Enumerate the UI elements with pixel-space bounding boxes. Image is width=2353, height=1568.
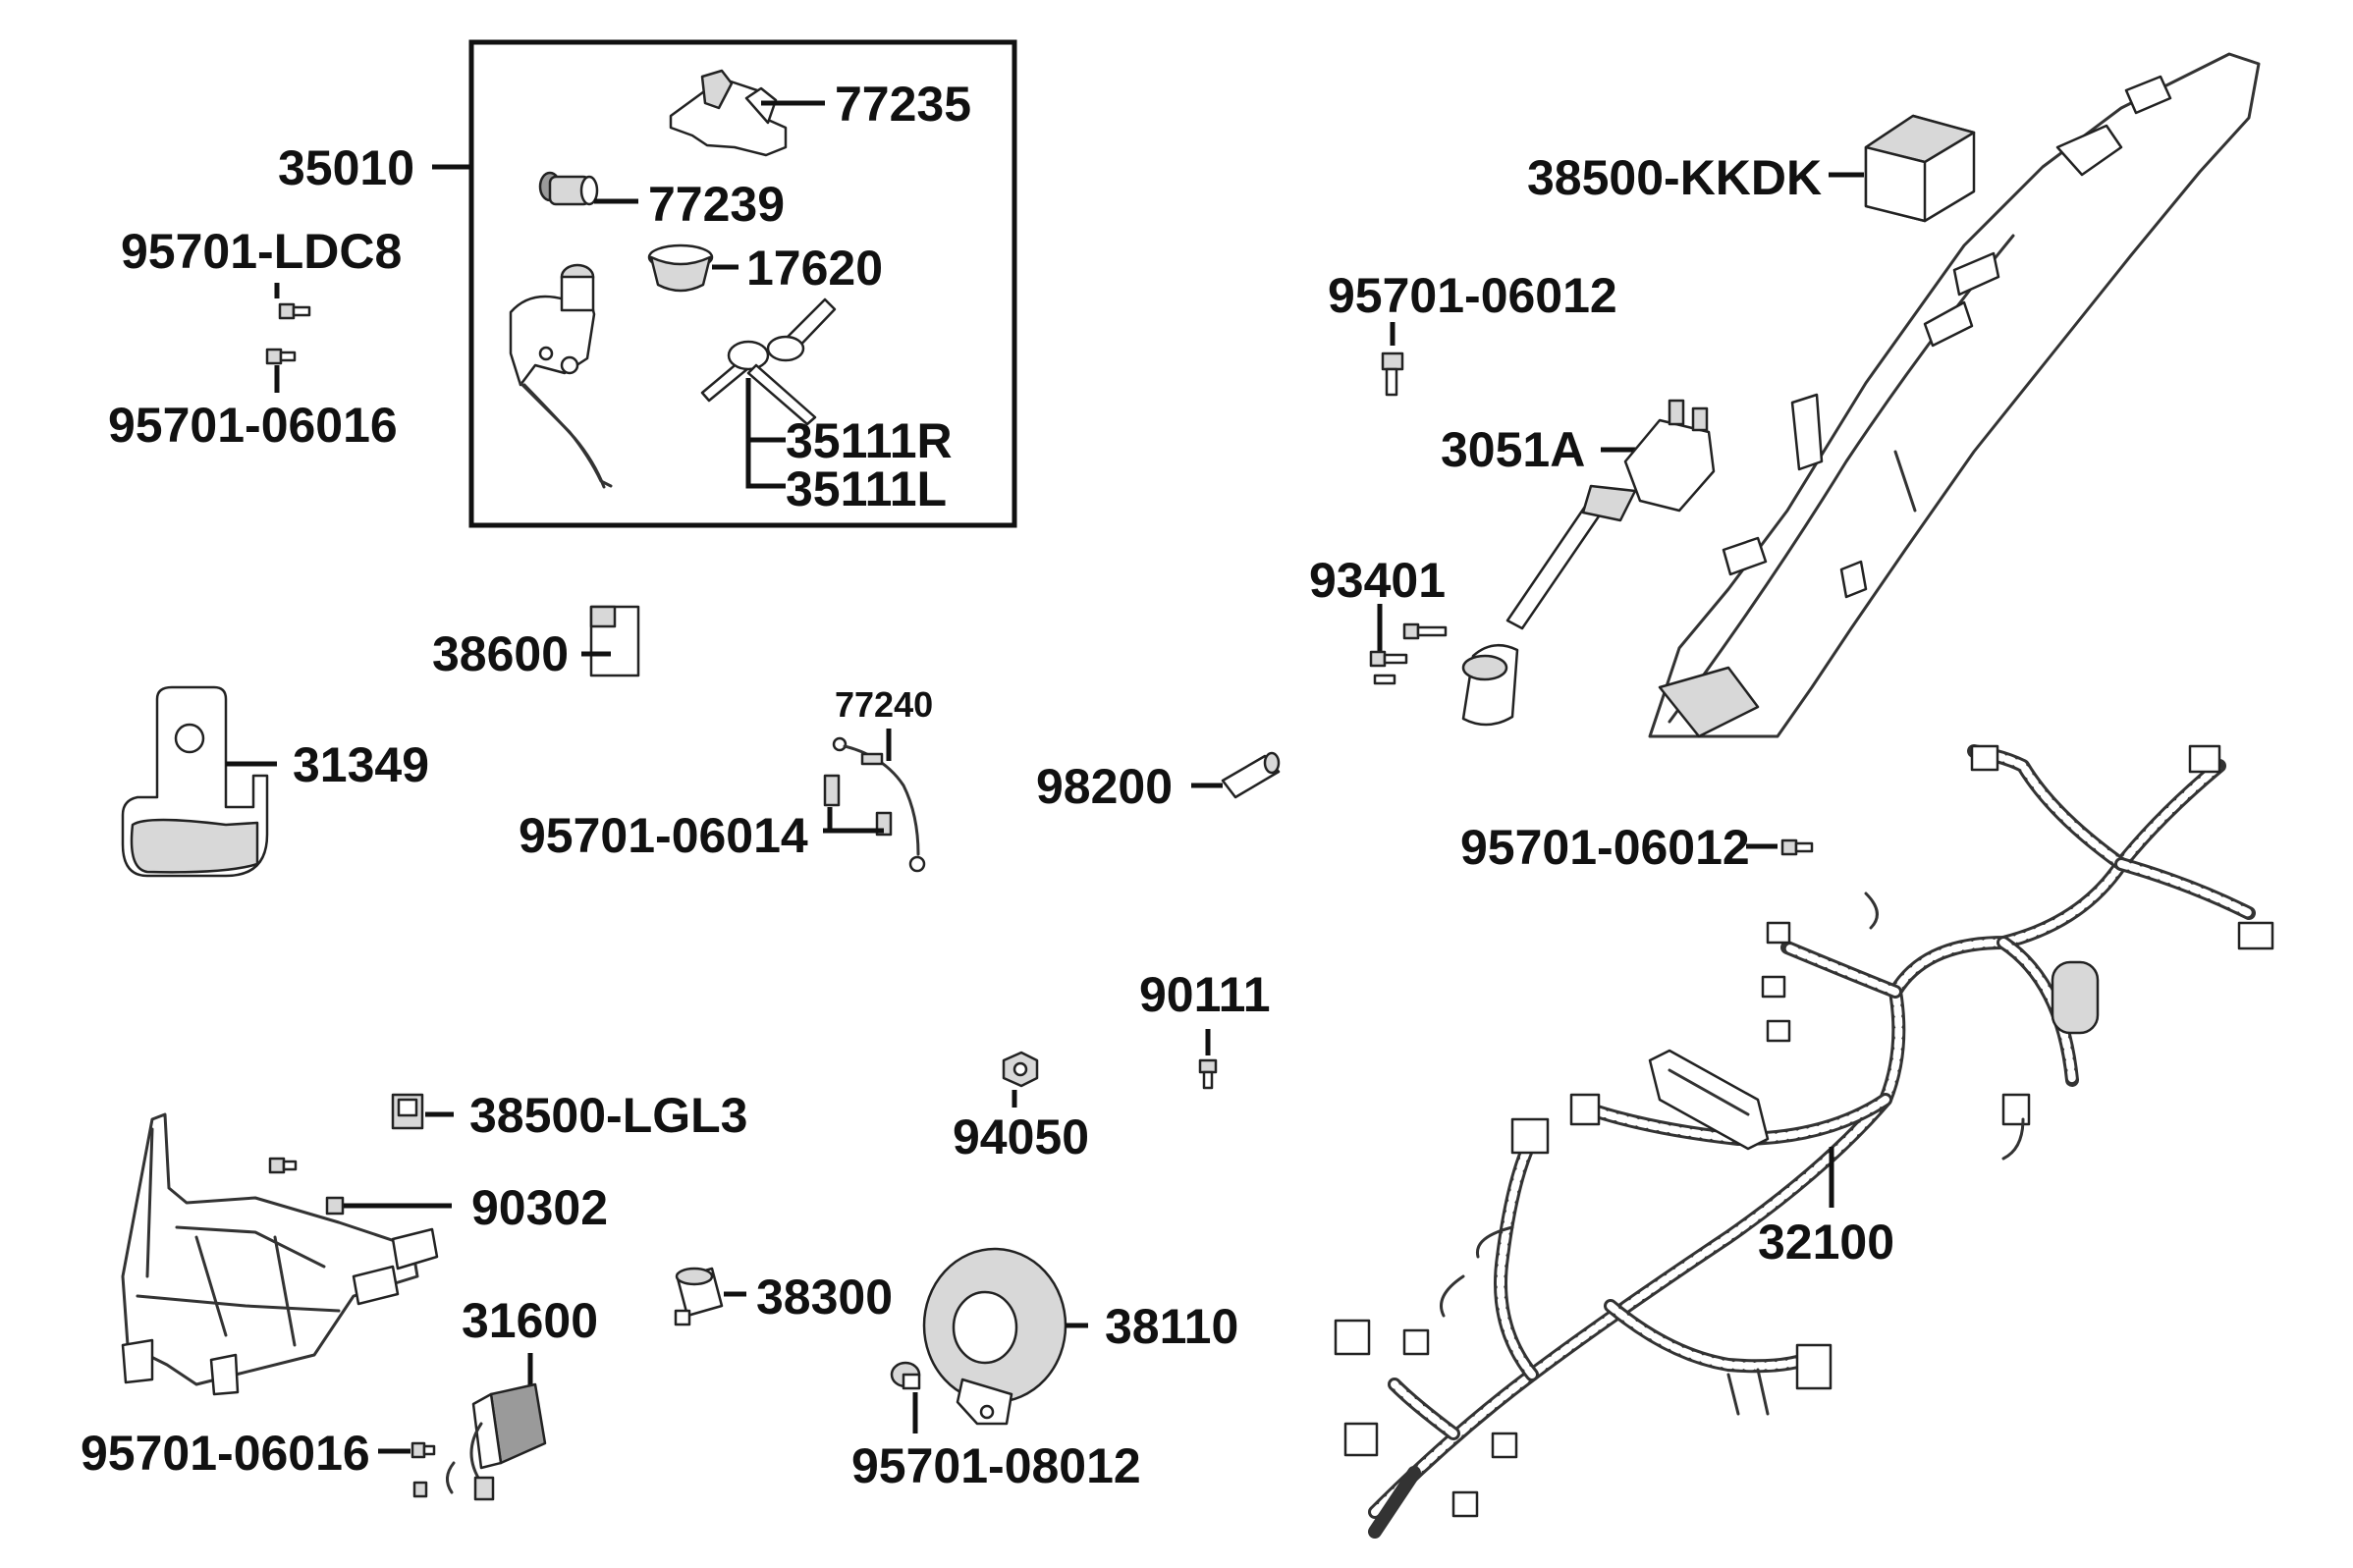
frame-icon — [1648, 52, 2261, 738]
bolt-icon — [1198, 1058, 1218, 1090]
label-95701-06012-top: 95701-06012 — [1328, 268, 1617, 323]
frame-icon — [121, 1112, 439, 1396]
label-35111L: 35111L — [786, 461, 947, 516]
key-icon — [700, 297, 837, 426]
bolt-icon — [410, 1441, 436, 1498]
label-94050: 94050 — [953, 1109, 1089, 1164]
label-95701-LDC8: 95701-LDC8 — [121, 224, 402, 279]
lock-cylinder-icon — [538, 171, 599, 206]
bolt-icon — [890, 1361, 921, 1390]
cap-icon — [647, 243, 714, 293]
label-90111: 90111 — [1139, 967, 1271, 1022]
label-38600: 38600 — [432, 626, 569, 681]
label-77235: 77235 — [835, 77, 971, 132]
regulator-icon — [446, 1382, 547, 1501]
label-38500-LGL3: 38500-LGL3 — [469, 1088, 747, 1143]
wiring-harness-icon — [1334, 744, 2274, 1539]
relay-icon — [1864, 114, 1976, 223]
label-95701-06016-top: 95701-06016 — [108, 398, 398, 453]
label-77240: 77240 — [835, 684, 933, 725]
bolt-icon — [268, 1157, 345, 1216]
label-35010: 35010 — [278, 140, 414, 195]
label-38110: 38110 — [1105, 1299, 1238, 1354]
kit-box-35010 — [468, 39, 1017, 528]
lock-bracket-icon — [669, 69, 788, 157]
ignition-lock-icon — [509, 263, 613, 489]
label-3051A: 3051A — [1441, 422, 1585, 477]
cable-icon — [823, 736, 926, 873]
label-31600: 31600 — [462, 1293, 598, 1348]
label-35111R: 35111R — [786, 413, 953, 468]
label-31349: 31349 — [293, 737, 429, 792]
relay-icon — [391, 1093, 424, 1130]
horn-icon — [922, 1247, 1067, 1426]
label-90302: 90302 — [471, 1180, 608, 1235]
bracket-icon — [121, 685, 269, 878]
connector-icon — [589, 605, 640, 677]
bolt-icon — [265, 302, 311, 365]
label-95701-08012: 95701-08012 — [851, 1438, 1141, 1493]
label-38300: 38300 — [756, 1270, 893, 1325]
bolt-icon — [1780, 838, 1814, 856]
nut-icon — [1002, 1051, 1039, 1088]
label-38500-KKDK: 38500-KKDK — [1527, 150, 1822, 205]
label-95701-06016-bot: 95701-06016 — [81, 1426, 370, 1481]
bolt-icon — [1369, 622, 1448, 685]
label-93401: 93401 — [1309, 553, 1446, 608]
label-95701-06012-mid: 95701-06012 — [1460, 820, 1750, 875]
label-95701-06014: 95701-06014 — [519, 808, 808, 863]
switch-icon — [674, 1267, 724, 1326]
bolt-icon — [1381, 351, 1404, 397]
label-77239: 77239 — [648, 177, 785, 232]
fuse-icon — [1221, 751, 1281, 799]
ignition-coil-icon — [1461, 399, 1716, 727]
label-98200: 98200 — [1036, 759, 1173, 814]
label-17620: 17620 — [746, 241, 883, 296]
label-32100: 32100 — [1758, 1215, 1894, 1270]
